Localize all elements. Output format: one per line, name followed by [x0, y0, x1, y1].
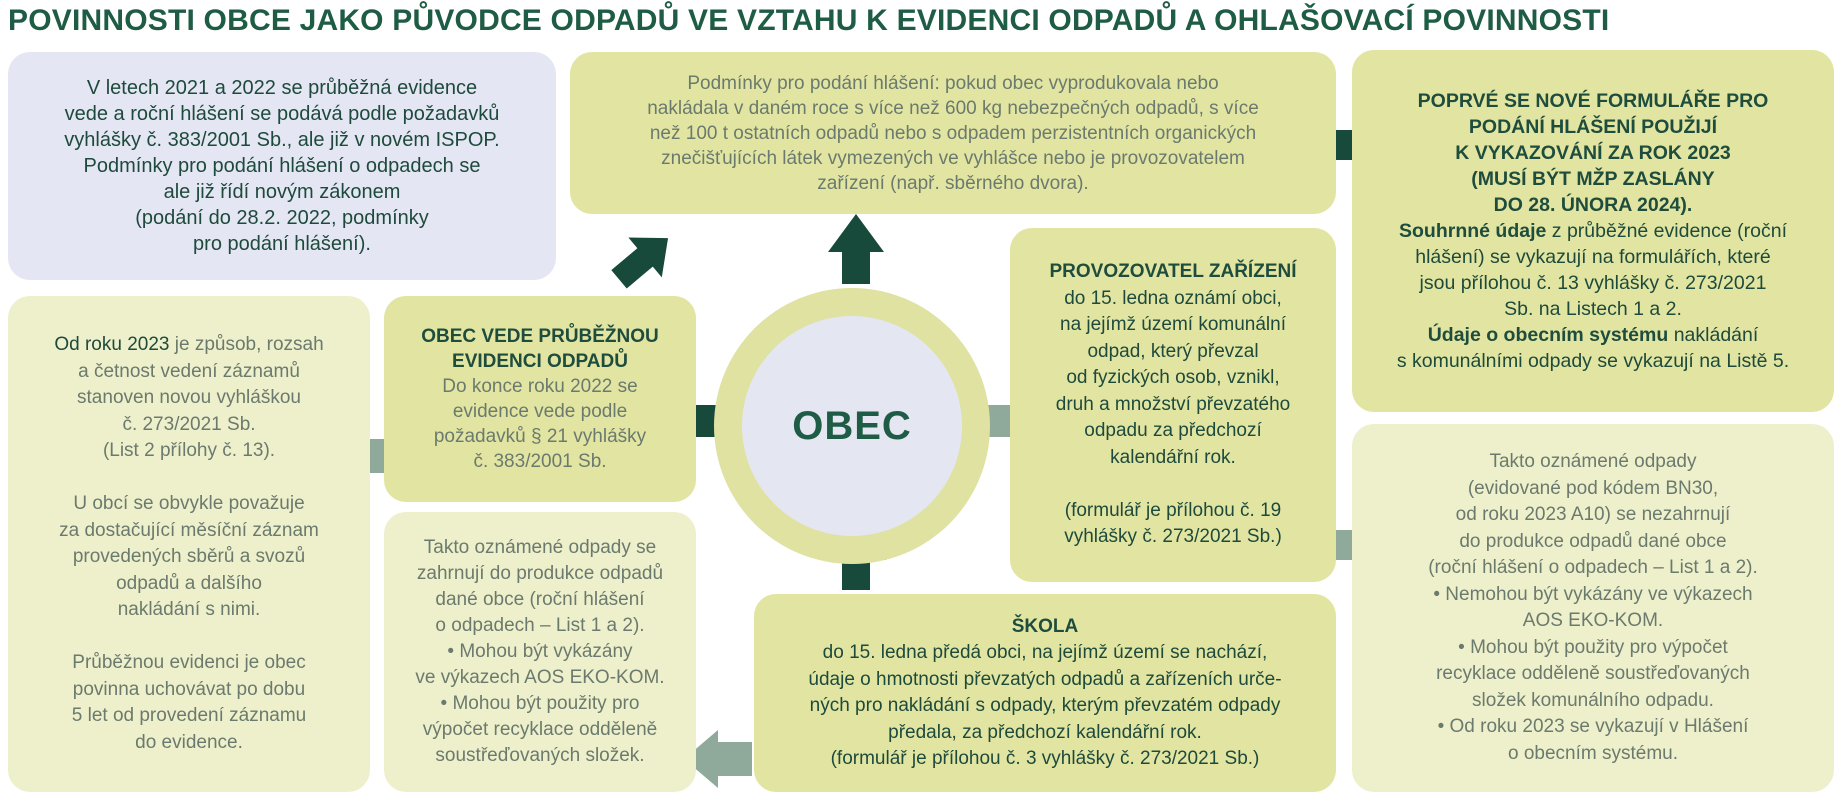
conditions-text: Podmínky pro podání hlášení: pokud obec … [647, 72, 1259, 194]
obec-vede-heading: OBEC VEDE PRŮBĚŽNOU EVIDENCI ODPADŮ [421, 326, 659, 372]
new-forms-body-2: Údaje o obecním systému nakládání s komu… [1397, 322, 1789, 374]
intro-text: V letech 2021 a 2022 se průběžná evidenc… [64, 77, 500, 255]
skola-text: do 15. ledna předá obci, na jejímž území… [808, 642, 1282, 769]
obec-vede-text: Do konce roku 2022 se evidence vede podl… [433, 376, 647, 472]
box-provozovatel: PROVOZOVATEL ZAŘÍZENÍ do 15. ledna oznám… [1010, 228, 1336, 582]
provozovatel-heading: PROVOZOVATEL ZAŘÍZENÍ [1049, 261, 1297, 283]
new-forms-text-2: nakládání s komunálními odpady se vykazu… [1396, 324, 1790, 372]
box-from-2023: Od roku 2023 je způsob, rozsah a četnost… [8, 296, 370, 792]
from-2023-text: Od roku 2023 je způsob, rozsah a četnost… [54, 332, 323, 756]
new-forms-bold-2: Údaje o obecním systému [1427, 324, 1669, 346]
new-forms-text-1: z průběžné evidence (roční hlášení) se v… [1415, 220, 1787, 320]
arrow-up-to-conditions [828, 214, 884, 284]
from-2023-bold: Od roku 2023 [54, 334, 170, 355]
box-conditions: Podmínky pro podání hlášení: pokud obec … [570, 52, 1336, 214]
new-forms-heading: POPRVÉ SE NOVÉ FORMULÁŘE PRO PODÁNÍ HLÁŠ… [1417, 90, 1769, 216]
new-forms-body: Souhrnné údaje z průběžné evidence (ročn… [1399, 218, 1787, 322]
center-circle: OBEC [742, 316, 962, 536]
new-forms-bold-1: Souhrnné údaje [1399, 220, 1547, 242]
box-reported-right: Takto oznámené odpady (evidované pod kód… [1352, 424, 1834, 792]
box-skola: ŠKOLA do 15. ledna předá obci, na jejímž… [754, 594, 1336, 792]
reported-left-text: Takto oznámené odpady se zahrnují do pro… [415, 537, 665, 766]
center-label: OBEC [792, 403, 912, 448]
box-reported-left: Takto oznámené odpady se zahrnují do pro… [384, 512, 696, 792]
box-new-forms: POPRVÉ SE NOVÉ FORMULÁŘE PRO PODÁNÍ HLÁŠ… [1352, 50, 1834, 412]
page-title: POVINNOSTI OBCE JAKO PŮVODCE ODPADŮ VE V… [8, 4, 1610, 37]
from-2023-body: je způsob, rozsah a četnost vedení zázna… [59, 334, 324, 753]
box-intro: V letech 2021 a 2022 se průběžná evidenc… [8, 52, 556, 280]
box-obec-vede: OBEC VEDE PRŮBĚŽNOU EVIDENCI ODPADŮ Do k… [384, 296, 696, 502]
provozovatel-text: do 15. ledna oznámí obci, na jejímž územ… [1055, 287, 1291, 548]
arrow-diagonal-shape [611, 237, 669, 289]
reported-right-text: Takto oznámené odpady (evidované pod kód… [1428, 451, 1758, 764]
skola-heading: ŠKOLA [1011, 615, 1079, 637]
